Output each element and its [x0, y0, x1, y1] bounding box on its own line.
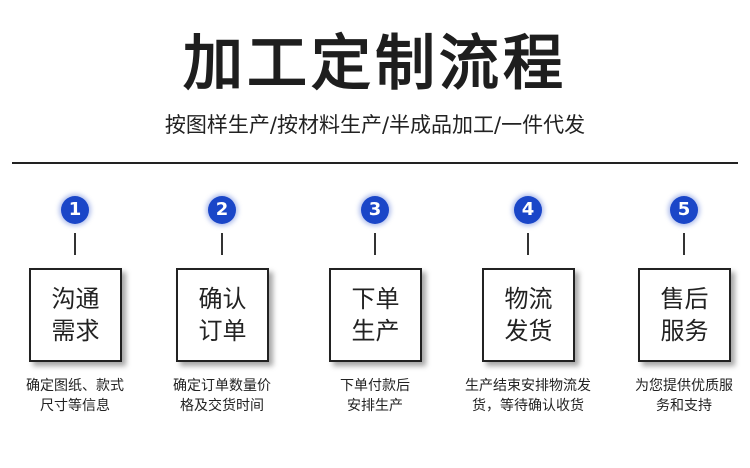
step-description-line-2: 务和支持 — [656, 398, 712, 414]
step-label-line-1: 下单 — [351, 285, 400, 313]
step-description-line-2: 格及交货时间 — [180, 398, 264, 414]
step-number-badge: 5 — [670, 196, 698, 224]
page-title: 加工定制流程 — [183, 29, 567, 99]
step-communicate-requirements: 1 沟通 需求 确定图纸、款式 尺寸等信息 — [0, 196, 150, 426]
step-order-production: 3 下单 生产 下单付款后 安排生产 — [300, 196, 450, 426]
step-description-line-2: 安排生产 — [347, 398, 403, 414]
step-box: 沟通 需求 — [29, 268, 122, 362]
step-description-line-2: 尺寸等信息 — [40, 398, 110, 414]
step-number-badge: 1 — [61, 196, 89, 224]
step-description-line-1: 为您提供优质服 — [635, 378, 733, 394]
connector-line — [221, 233, 223, 255]
step-number-badge: 2 — [208, 196, 236, 224]
step-description: 确定图纸、款式 尺寸等信息 — [0, 376, 150, 416]
connector-line — [527, 233, 529, 255]
step-box: 物流 发货 — [482, 268, 575, 362]
step-number-badge: 3 — [361, 196, 389, 224]
connector-line — [74, 233, 76, 255]
step-label-line-1: 确认 — [198, 285, 247, 313]
step-label-line-2: 服务 — [660, 317, 709, 345]
step-confirm-order: 2 确认 订单 确定订单数量价 格及交货时间 — [147, 196, 297, 426]
step-label-line-1: 售后 — [660, 285, 709, 313]
connector-line — [683, 233, 685, 255]
step-description-line-1: 确定订单数量价 — [173, 378, 271, 394]
divider — [12, 162, 738, 164]
step-box: 下单 生产 — [329, 268, 422, 362]
step-box: 确认 订单 — [176, 268, 269, 362]
step-description-line-1: 生产结束安排物流发 — [465, 378, 591, 394]
step-label-line-1: 沟通 — [51, 285, 100, 313]
step-description-line-2: 货，等待确认收货 — [472, 398, 584, 414]
step-label-line-1: 物流 — [504, 285, 553, 313]
step-label-line-2: 发货 — [504, 317, 553, 345]
step-number-badge: 4 — [514, 196, 542, 224]
step-description: 确定订单数量价 格及交货时间 — [147, 376, 297, 416]
step-description-line-1: 下单付款后 — [340, 378, 410, 394]
step-description: 下单付款后 安排生产 — [300, 376, 450, 416]
step-box: 售后 服务 — [638, 268, 731, 362]
step-label-line-2: 需求 — [51, 317, 100, 345]
connector-line — [374, 233, 376, 255]
page-subtitle: 按图样生产/按材料生产/半成品加工/一件代发 — [164, 113, 586, 137]
step-description: 为您提供优质服 务和支持 — [609, 376, 750, 416]
step-label-line-2: 订单 — [198, 317, 247, 345]
step-logistics-shipping: 4 物流 发货 生产结束安排物流发 货，等待确认收货 — [453, 196, 603, 426]
step-description-line-1: 确定图纸、款式 — [26, 378, 124, 394]
step-label-line-2: 生产 — [351, 317, 400, 345]
step-after-sales-service: 5 售后 服务 为您提供优质服 务和支持 — [609, 196, 750, 426]
step-description: 生产结束安排物流发 货，等待确认收货 — [453, 376, 603, 416]
